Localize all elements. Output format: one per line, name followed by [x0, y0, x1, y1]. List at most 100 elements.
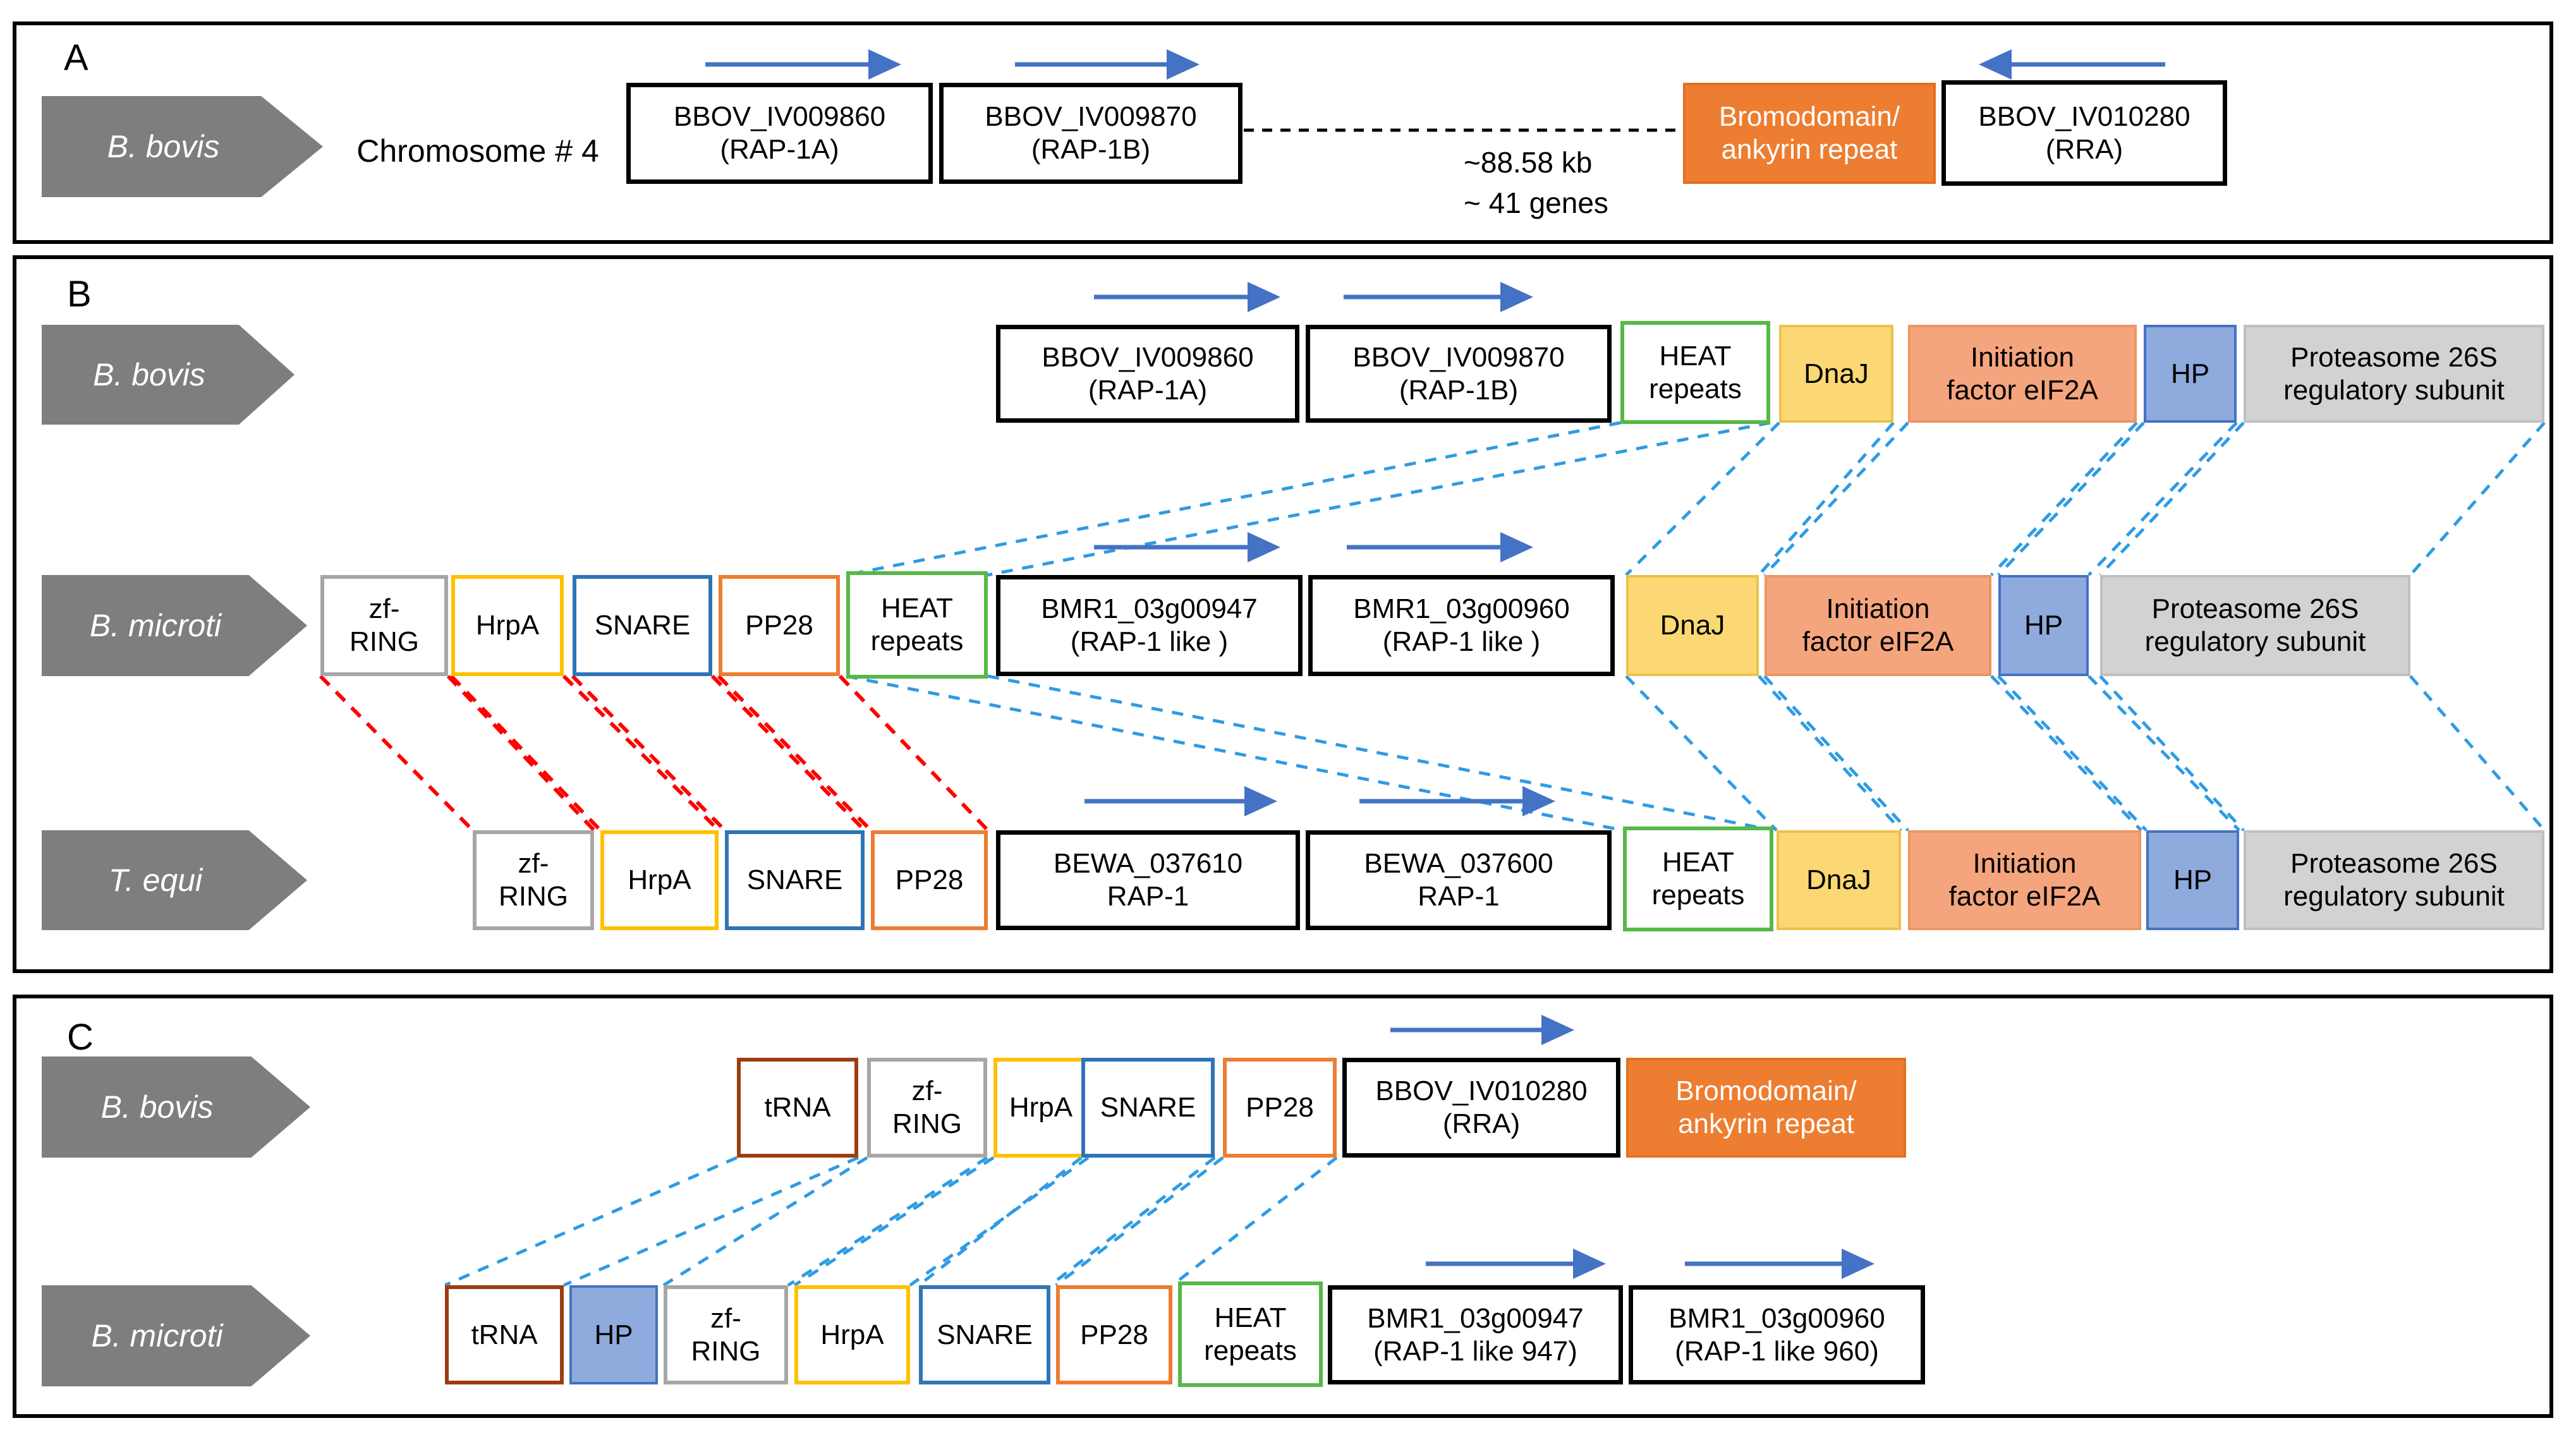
panel-c: C B. bovis tRNA zf- RING HrpA SNARE PP28… [13, 995, 2553, 1418]
gene-box-bbov-iv010280-c: BBOV_IV010280 (RRA) [1342, 1058, 1620, 1158]
gene-box-label: BBOV_IV009860 (RAP-1A) [673, 101, 886, 165]
gene-box-label: BBOV_IV009870 (RAP-1B) [985, 101, 1197, 165]
gene-box-label: BBOV_IV010280 (RRA) [1375, 1075, 1588, 1139]
gene-box-bbov-iv009870-a: BBOV_IV009870 (RAP-1B) [939, 83, 1242, 184]
gene-box-label: zf- RING [892, 1075, 962, 1139]
gene-box-label: BMR1_03g00947 (RAP-1 like ) [1041, 593, 1258, 657]
gene-box-bromodomain-a: Bromodomain/ ankyrin repeat [1683, 83, 1936, 184]
species-label: T. equi [108, 863, 203, 898]
gene-box-label: Proteasome 26S regulatory subunit [2283, 848, 2505, 912]
panel-a: A B. bovis Chromosome # 4 BBOV_IV009860 … [13, 21, 2553, 244]
chromosome-label: Chromosome # 4 [356, 133, 599, 169]
gene-box-label: BBOV_IV009870 (RAP-1B) [1352, 341, 1565, 406]
gene-box-label: tRNA [471, 1319, 538, 1350]
gene-box-label: zf- RING [349, 593, 419, 657]
gene-box-pp28-microti-b: PP28 [719, 575, 840, 676]
gene-box-label: HP [2170, 358, 2210, 389]
synteny-lines-bovis-microti-blue [846, 421, 2546, 577]
gene-box-eif2a-bovis-b: Initiation factor eIF2A [1908, 325, 2137, 423]
species-arrow-b-microti-b: B. microti [42, 575, 307, 676]
gene-box-trna-bovis-c: tRNA [737, 1058, 858, 1158]
gene-box-label: BMR1_03g00960 (RAP-1 like 960) [1668, 1302, 1885, 1367]
gene-box-label: HP [594, 1319, 633, 1350]
gene-box-bmr1-03g00947-b: BMR1_03g00947 (RAP-1 like ) [996, 575, 1303, 676]
gene-box-label: HrpA [628, 864, 691, 896]
gene-box-proteasome-microti-b: Proteasome 26S regulatory subunit [2100, 575, 2410, 676]
gene-box-label: DnaJ [1806, 864, 1871, 896]
gene-box-pp28-equi-b: PP28 [871, 830, 988, 930]
gene-box-hrpa-microti-b: HrpA [451, 575, 564, 676]
gene-box-label: HrpA [820, 1319, 884, 1350]
synteny-lines-bovis-microti-blue [444, 1156, 1338, 1287]
gene-box-label: SNARE [594, 610, 691, 641]
gene-box-eif2a-equi-b: Initiation factor eIF2A [1908, 830, 2141, 930]
gene-box-label: BEWA_037610 RAP-1 [1053, 848, 1243, 912]
species-arrow-t-equi-b: T. equi [42, 830, 307, 930]
gene-box-bmr1-03g00947-c: BMR1_03g00947 (RAP-1 like 947) [1328, 1285, 1623, 1384]
gene-box-hp-equi-b: HP [2146, 830, 2239, 930]
gene-box-heat-repeats-microti-c: HEAT repeats [1178, 1281, 1323, 1387]
gene-box-label: HrpA [1009, 1092, 1073, 1123]
gene-box-label: Bromodomain/ ankyrin repeat [1675, 1075, 1857, 1139]
gene-box-snare-microti-b: SNARE [573, 575, 712, 676]
gene-box-hrpa-equi-b: HrpA [600, 830, 719, 930]
gap-kb-label: ~88.58 kb [1464, 146, 1593, 179]
panel-b: B B. bo [13, 255, 2553, 973]
gene-box-label: BEWA_037600 RAP-1 [1364, 848, 1553, 912]
gene-box-trna-microti-c: tRNA [445, 1285, 564, 1384]
gene-box-label: HEAT repeats [1651, 847, 1745, 911]
gene-direction-arrow-right-icon [705, 49, 1200, 80]
gene-box-label: SNARE [937, 1319, 1033, 1350]
gene-box-label: SNARE [1100, 1092, 1196, 1123]
species-arrow-b-microti-c: B. microti [42, 1285, 310, 1386]
gene-box-hrpa-microti-c: HrpA [794, 1285, 910, 1384]
gene-box-bewa-037610-b: BEWA_037610 RAP-1 [996, 830, 1300, 930]
gene-box-bewa-037600-b: BEWA_037600 RAP-1 [1306, 830, 1612, 930]
panel-b-label: B [67, 274, 92, 315]
gene-box-heat-repeats-microti-b: HEAT repeats [846, 571, 988, 679]
species-label: B. bovis [93, 357, 205, 392]
gene-box-label: BBOV_IV009860 (RAP-1A) [1042, 341, 1254, 406]
gene-box-label: BMR1_03g00960 (RAP-1 like ) [1353, 593, 1570, 657]
gene-box-bmr1-03g00960-c: BMR1_03g00960 (RAP-1 like 960) [1629, 1285, 1925, 1384]
gene-box-label: BBOV_IV010280 (RRA) [1978, 100, 2190, 165]
gene-direction-arrow-left-icon [1979, 49, 2165, 80]
gene-box-label: Initiation factor eIF2A [1947, 341, 2098, 406]
gene-box-snare-microti-c: SNARE [919, 1285, 1050, 1384]
gene-box-label: HEAT repeats [1204, 1302, 1297, 1366]
gene-box-proteasome-bovis-b: Proteasome 26S regulatory subunit [2244, 325, 2544, 423]
gene-box-label: HEAT repeats [870, 593, 964, 657]
gene-box-bmr1-03g00960-b: BMR1_03g00960 (RAP-1 like ) [1308, 575, 1615, 676]
gene-box-pp28-microti-c: PP28 [1056, 1285, 1172, 1384]
gene-box-proteasome-equi-b: Proteasome 26S regulatory subunit [2244, 830, 2544, 930]
gene-box-bbov-iv009860-a: BBOV_IV009860 (RAP-1A) [626, 83, 933, 184]
gene-box-snare-bovis-c: SNARE [1081, 1058, 1215, 1158]
species-label: B. bovis [107, 129, 220, 164]
gene-box-zf-ring-bovis-c: zf- RING [867, 1058, 987, 1158]
gene-box-label: Initiation factor eIF2A [1802, 593, 1954, 657]
gene-box-label: Bromodomain/ ankyrin repeat [1718, 101, 1900, 165]
gene-box-label: zf- RING [691, 1302, 761, 1367]
species-label: B. microti [91, 1318, 223, 1353]
gene-box-bromodomain-c: Bromodomain/ ankyrin repeat [1626, 1058, 1906, 1158]
gene-box-label: SNARE [746, 864, 843, 896]
gene-box-label: HrpA [475, 610, 540, 641]
gene-box-hp-microti-c: HP [569, 1285, 658, 1384]
gene-box-hp-microti-b: HP [1998, 575, 2089, 676]
gene-box-bbov-iv009860-b: BBOV_IV009860 (RAP-1A) [996, 325, 1299, 423]
gene-box-heat-repeats-bovis-b: HEAT repeats [1620, 321, 1770, 424]
gene-box-dnaj-bovis-b: DnaJ [1779, 325, 1893, 423]
species-arrow-b-bovis-c: B. bovis [42, 1057, 310, 1158]
gene-box-heat-repeats-equi-b: HEAT repeats [1623, 826, 1773, 931]
synteny-lines-microti-equi-red [319, 674, 990, 832]
species-arrow-b-bovis-a: B. bovis [42, 96, 323, 197]
gene-box-label: HP [2024, 610, 2063, 641]
gene-box-label: DnaJ [1804, 358, 1869, 389]
panel-a-label: A [64, 37, 88, 78]
gene-box-hrpa-bovis-c: HrpA [993, 1058, 1088, 1158]
gap-annotation: ~88.58 kb ~ 41 genes [1464, 142, 1716, 223]
synteny-lines-microti-equi-blue [846, 674, 2546, 832]
species-label: B. microti [89, 608, 222, 643]
gene-box-label: PP28 [745, 610, 813, 641]
